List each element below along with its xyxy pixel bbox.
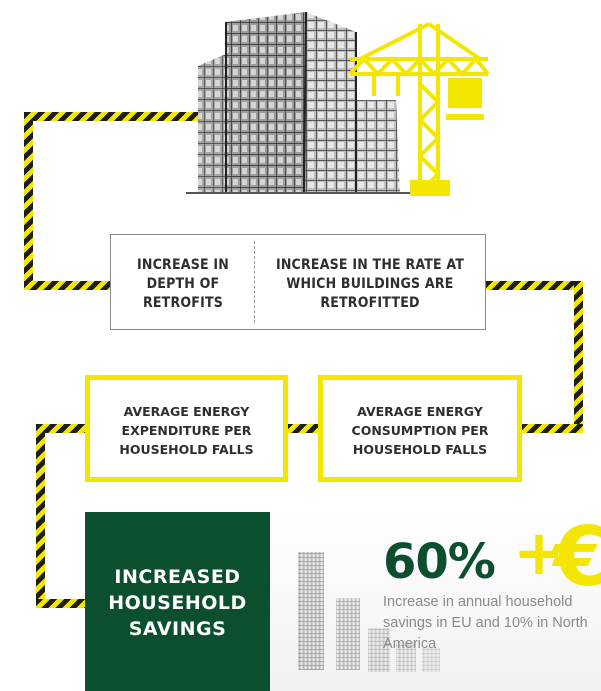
retrofit-depth-label: INCREASE IN DEPTH OF RETROFITS [136, 257, 229, 311]
hazard-path-box-to-right [486, 281, 582, 290]
coin-stacks-icon [298, 552, 440, 672]
hazard-path-box-to-left [36, 424, 88, 433]
retrofit-rate-label: INCREASE IN THE RATE AT WHICH BUILDINGS … [275, 257, 465, 311]
euro-icon: € [553, 510, 601, 605]
savings-percentage: 60% [383, 534, 496, 590]
box-divider [254, 241, 255, 323]
hazard-path-right-vertical [574, 281, 583, 433]
savings-panel: INCREASED HOUSEHOLD SAVINGS [85, 512, 270, 691]
building-under-construction-icon [186, 11, 436, 194]
hazard-path-top-left [24, 112, 200, 121]
consumption-falls-box: AVERAGE ENERGY CONSUMPTION PER HOUSEHOLD… [318, 375, 522, 482]
expenditure-falls-box: AVERAGE ENERGY EXPENDITURE PER HOUSEHOLD… [85, 375, 288, 482]
consumption-falls-label: AVERAGE ENERGY CONSUMPTION PER HOUSEHOLD… [351, 404, 489, 457]
plus-icon: + [513, 516, 565, 589]
savings-description: Increase in annual household savings in … [383, 594, 588, 652]
expenditure-falls-label: AVERAGE ENERGY EXPENDITURE PER HOUSEHOLD… [119, 404, 254, 457]
stat-panel: 60% + € Increase in annual household sav… [270, 510, 601, 691]
hazard-path-right-to-box [521, 424, 583, 433]
retrofit-factors-box: INCREASE IN DEPTH OF RETROFITS INCREASE … [110, 234, 486, 330]
savings-label: INCREASED HOUSEHOLD SAVINGS [108, 566, 247, 640]
hazard-path-left-vertical [24, 112, 33, 290]
hazard-path-to-savings [36, 599, 88, 608]
hazard-path-lower-left-vertical [36, 424, 45, 608]
tower-crane-icon [348, 22, 490, 196]
hazard-path-between-boxes [286, 424, 321, 433]
hazard-path-left-to-box [24, 281, 111, 290]
